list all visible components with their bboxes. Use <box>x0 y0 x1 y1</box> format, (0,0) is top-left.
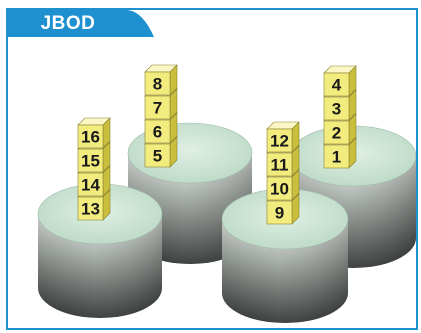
block-label: 14 <box>81 176 100 195</box>
block-label: 11 <box>271 156 289 175</box>
block-label: 1 <box>332 148 341 167</box>
block-label: 13 <box>81 200 100 219</box>
block-label: 3 <box>332 100 341 119</box>
disk-2-blocks: 5 6 7 8 <box>144 64 178 168</box>
block-label: 12 <box>270 132 289 151</box>
block-label: 4 <box>332 76 342 95</box>
block-11: 11 <box>266 145 300 177</box>
block-label: 7 <box>153 99 162 118</box>
block-label: 9 <box>275 204 284 223</box>
block-4: 4 <box>323 65 357 97</box>
block-16: 16 <box>77 117 111 149</box>
disk-4-cylinder <box>37 183 163 318</box>
block-label: 5 <box>153 147 162 166</box>
block-6: 6 <box>144 112 178 144</box>
jbod-panel: JBOD 5 6 7 8 <box>6 8 418 330</box>
disk-1-blocks: 1 2 3 4 <box>323 65 357 169</box>
block-12: 12 <box>266 121 300 153</box>
disk-4-blocks: 13 14 15 16 <box>77 117 111 221</box>
block-label: 16 <box>81 128 100 147</box>
header-tab: JBOD <box>8 10 158 37</box>
block-label: 15 <box>81 152 100 171</box>
block-label: 2 <box>332 124 341 143</box>
header-title: JBOD <box>40 13 96 34</box>
block-label: 10 <box>270 180 289 199</box>
block-8: 8 <box>144 64 178 96</box>
block-label: 8 <box>153 75 162 94</box>
disk-3-blocks: 9 10 11 12 <box>266 121 300 225</box>
block-label: 6 <box>153 123 162 142</box>
disk-4: 13 14 15 16 <box>37 117 163 318</box>
header-tab-shape <box>8 10 154 37</box>
